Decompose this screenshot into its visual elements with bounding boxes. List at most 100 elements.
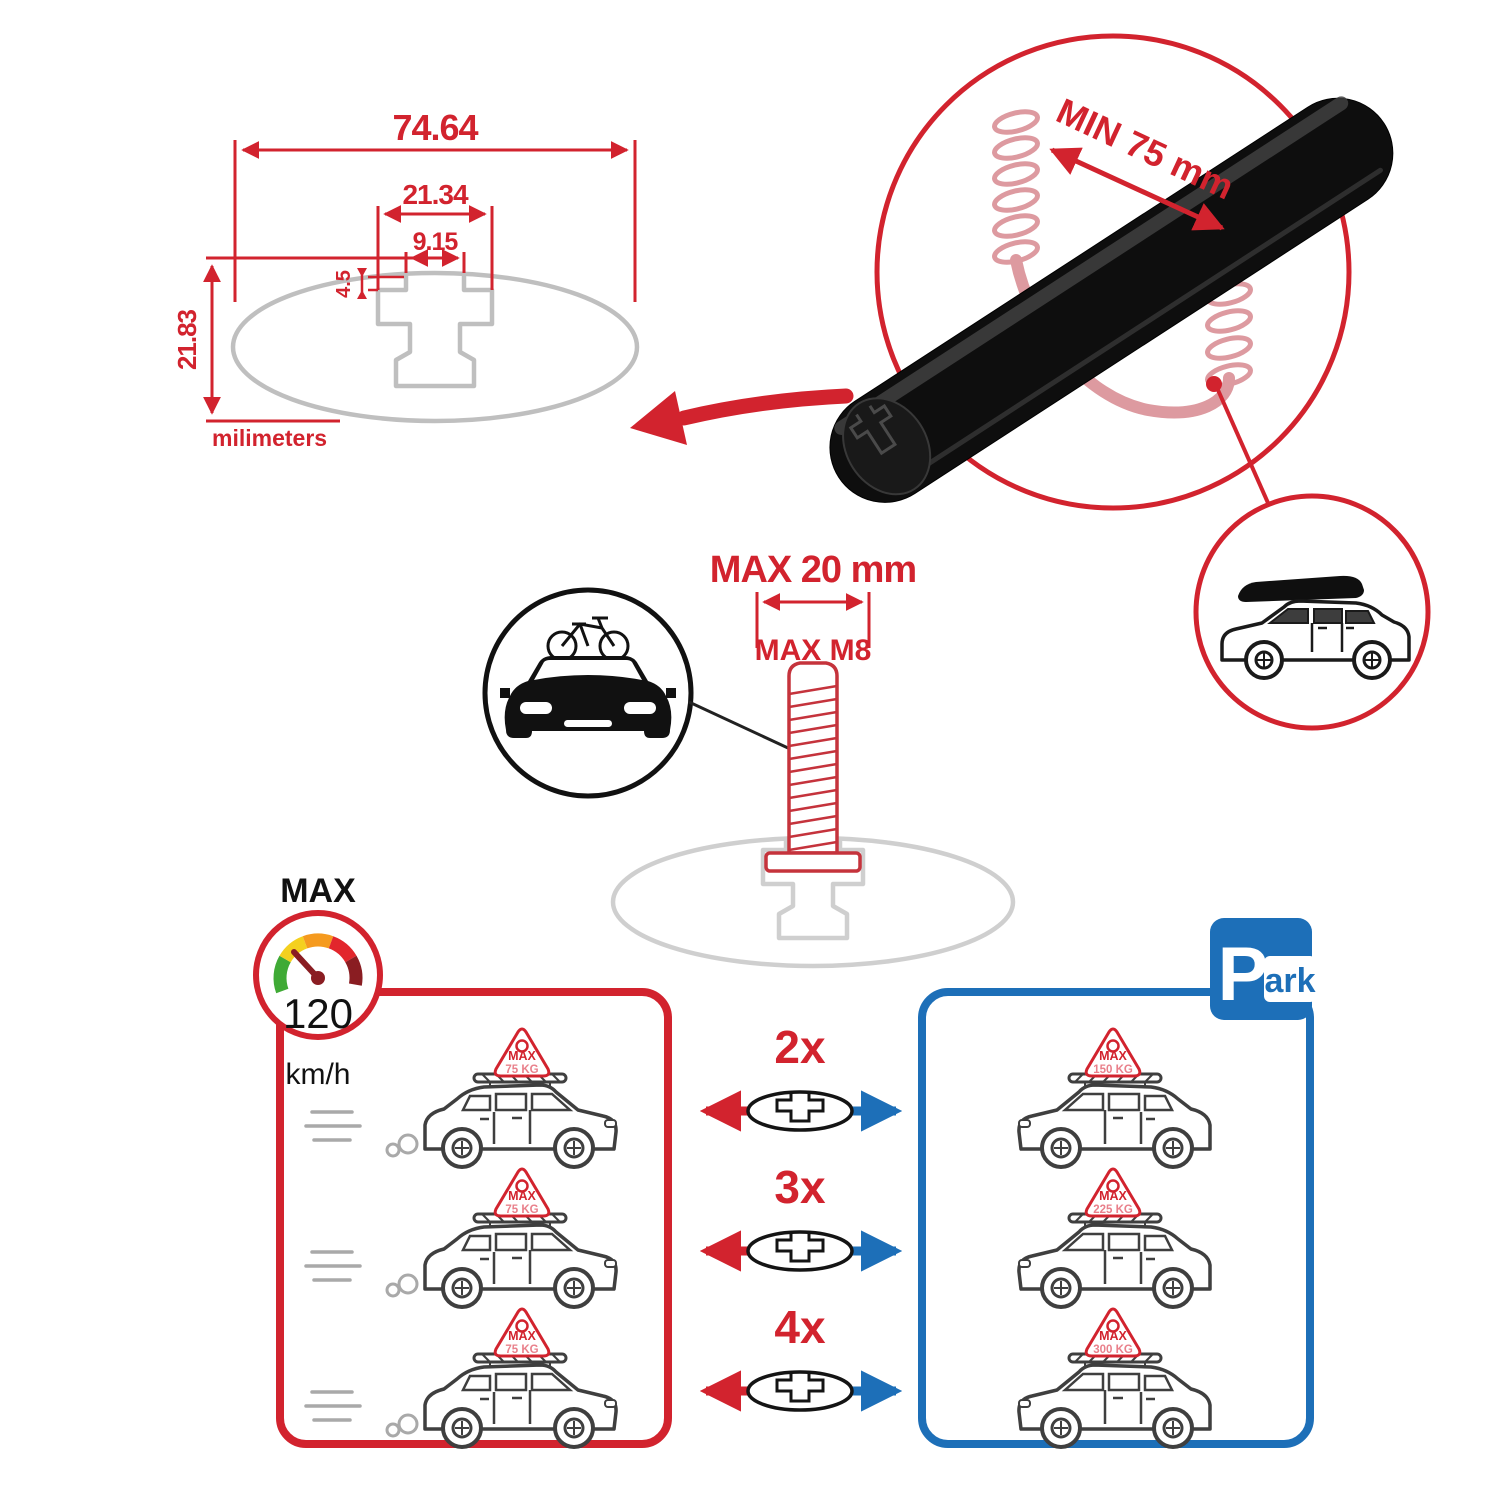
profile-ellipse [230, 270, 640, 424]
car-front-icon [500, 656, 676, 738]
bolt-diagram: MAX 20 mm MAX M8 [482, 549, 1016, 969]
load-max-label: MAX [1099, 1189, 1127, 1203]
load-value: 75 KG [505, 1204, 538, 1216]
coil-loop [992, 161, 1040, 187]
speed-unit: km/h [285, 1058, 350, 1091]
motion-lines [304, 1250, 362, 1282]
car-headlight-right [624, 702, 656, 714]
bolt-dim-extensions [755, 592, 871, 648]
bolt-threads [788, 684, 838, 852]
speed-value: 120 [283, 990, 353, 1037]
parked-load-badge: MAX 300 KG [1084, 1307, 1142, 1358]
park-letter: P [1218, 932, 1269, 1017]
bolt-t-head [764, 851, 862, 873]
coil-loop [1205, 308, 1253, 334]
gauge-seg-orange [302, 933, 334, 949]
dim-height-label: 21.83 [172, 309, 202, 370]
dim-lip-label: 4.5 [333, 270, 355, 298]
parked-load-badge: MAX 150 KG [1084, 1027, 1142, 1078]
gauge-seg-yellow [279, 936, 308, 963]
load-value: 75 KG [505, 1344, 538, 1356]
faint-profile-slot [760, 839, 866, 941]
capacity-row: MAX 75 KG 3x MAX 225 KG [304, 1161, 1212, 1309]
driving-load-badge: MAX 75 KG [493, 1027, 551, 1078]
driving-load-badge: MAX 75 KG [493, 1167, 551, 1218]
min-clearance-arrow [1049, 147, 1225, 231]
exhaust-puff [385, 1282, 401, 1298]
load-max-label: MAX [1099, 1049, 1127, 1063]
roof-box-icon [1238, 575, 1364, 602]
car-windshield [534, 660, 642, 680]
bike-callout-line [688, 700, 789, 750]
callout-line [1216, 389, 1274, 513]
units-label: milimeters [212, 425, 327, 451]
suv-windows [1267, 608, 1376, 624]
motion-lines [304, 1110, 362, 1142]
coil-loop [992, 187, 1040, 213]
load-value: 300 KG [1093, 1344, 1133, 1356]
crossbar-section-icon [746, 1230, 854, 1272]
crossbar-end-slot [848, 403, 898, 456]
profile-t-slot [375, 275, 495, 389]
multiplier-label: 3x [774, 1161, 826, 1213]
load-max-label: MAX [508, 1049, 536, 1063]
dim-width-label: 74.64 [392, 107, 478, 148]
capacity-section: P ark MAX 120 km/h MAX 75 [253, 872, 1316, 1449]
park-suffix: ark [1264, 962, 1315, 1000]
motion-lines [304, 1390, 362, 1422]
dim-inner-label: 9.15 [413, 228, 459, 256]
dim-outer-label: 21.34 [402, 179, 468, 210]
load-value: 225 KG [1093, 1204, 1133, 1216]
coil-loop [992, 213, 1040, 239]
coil-loop [1205, 335, 1253, 361]
bolt-icon [764, 661, 862, 873]
dim-height-extensions [206, 256, 420, 423]
suv-wheel-spokes [1256, 652, 1380, 668]
car-bumper-slit [564, 720, 612, 727]
parked-load-badge: MAX 225 KG [1084, 1167, 1142, 1218]
crossbar-section-icon [746, 1370, 854, 1412]
exhaust-puff [385, 1422, 401, 1438]
zoom-arrow-shaft [676, 388, 854, 426]
load-value: 75 KG [505, 1064, 538, 1076]
max-width-label: MAX 20 mm [710, 549, 916, 591]
callout-dot [1206, 376, 1222, 392]
load-max-label: MAX [1099, 1329, 1127, 1343]
zoom-arrow-head [630, 391, 687, 445]
capacity-row: MAX 75 KG 4x MAX 300 KG [304, 1301, 1212, 1449]
suv-door-lines [1310, 623, 1354, 652]
crossbar-section-icon [746, 1090, 854, 1132]
car-headlight-left [520, 702, 552, 714]
dim-inner-extensions [404, 252, 466, 273]
car-front-with-bike [500, 616, 676, 738]
exhaust-puff [397, 1133, 419, 1155]
exhaust-puff [397, 1273, 419, 1295]
load-value: 150 KG [1093, 1064, 1133, 1076]
park-sign-patch [1264, 956, 1316, 1002]
cross-section-diagram: 74.64 21.34 9.15 4.5 21.83 milimeters [172, 107, 854, 451]
load-max-label: MAX [508, 1329, 536, 1343]
crossbar-lower-sheen [895, 167, 1383, 486]
crossbar-end-face [842, 397, 932, 496]
gauge-pivot [311, 971, 325, 985]
speedometer-icon: MAX 120 km/h [253, 872, 383, 1091]
dim-lip-arrows [357, 268, 367, 299]
park-sign-icon: P ark [1210, 918, 1316, 1020]
speed-max-label: MAX [280, 872, 356, 910]
gauge-seg-green [273, 955, 291, 994]
load-max-label: MAX [508, 1189, 536, 1203]
exhaust-puff [397, 1413, 419, 1435]
coil-loop [992, 135, 1040, 161]
coil-loop [992, 109, 1040, 135]
multiplier-label: 4x [774, 1301, 826, 1353]
capacity-row: MAX 75 KG 2x MAX 150 KG [304, 1021, 1212, 1169]
bike-frame [560, 616, 616, 647]
driving-load-badge: MAX 75 KG [493, 1307, 551, 1358]
exhaust-puff [385, 1142, 401, 1158]
multiplier-label: 2x [774, 1021, 826, 1073]
suv-with-roofbox [1220, 575, 1411, 680]
dim-width-extensions [233, 140, 637, 302]
crossbar-body [829, 97, 1394, 503]
